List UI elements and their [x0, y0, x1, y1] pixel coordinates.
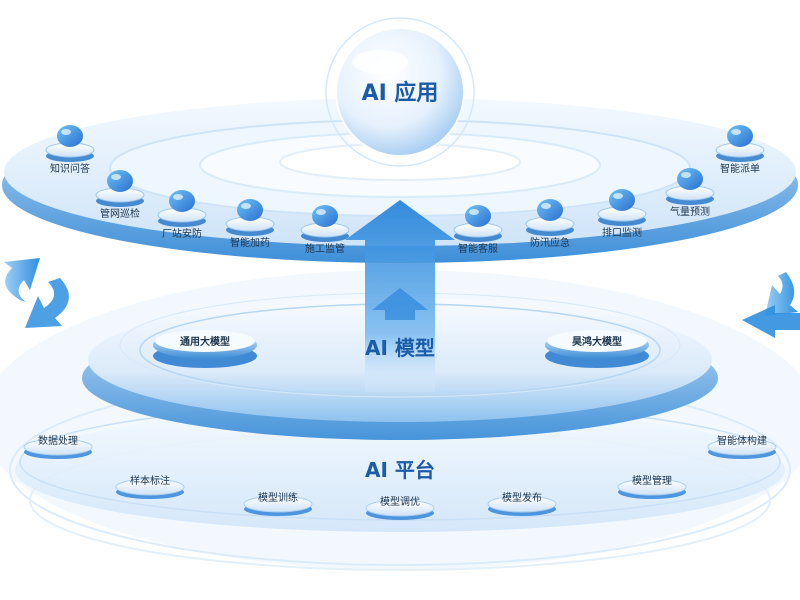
app-title: AI 应用 [362, 80, 439, 106]
app-item[interactable]: 施工监管 [300, 205, 350, 255]
platform-item[interactable]: 智能体构建 [707, 434, 777, 459]
dispatch-icon [727, 125, 753, 147]
rotate-left-icon [4, 258, 69, 328]
app-item[interactable]: 智能加药 [225, 199, 275, 249]
platform-item[interactable]: 模型调优 [365, 495, 435, 520]
construction-worker-icon [312, 205, 338, 227]
app-item-label: 施工监管 [305, 242, 345, 255]
app-item[interactable]: 排口监测 [597, 189, 647, 239]
platform-item-label: 模型发布 [502, 491, 542, 504]
app-sphere: AI 应用 [325, 17, 475, 167]
platform-item[interactable]: 样本标注 [115, 474, 185, 499]
medicine-icon [237, 199, 263, 221]
left-model-pod: 通用大模型 [153, 330, 257, 368]
platform-item[interactable]: 模型发布 [487, 491, 557, 516]
platform-item[interactable]: 模型管理 [617, 474, 687, 499]
app-item[interactable]: 知识问答 [45, 125, 95, 175]
app-item-label: 知识问答 [50, 162, 90, 175]
outfall-monitor-icon [609, 189, 635, 211]
platform-item-label: 模型训练 [258, 491, 298, 504]
customer-service-icon [465, 205, 491, 227]
app-item[interactable]: 智能派单 [715, 125, 765, 175]
app-item-label: 智能客服 [458, 242, 498, 255]
platform-item[interactable]: 数据处理 [23, 434, 93, 459]
platform-item-label: 模型调优 [380, 495, 420, 508]
platform-item-label: 样本标注 [130, 474, 170, 487]
model-title: AI 模型 [365, 336, 435, 360]
right-model-label: 昊鸿大模型 [572, 335, 622, 348]
umbrella-icon [537, 199, 563, 221]
app-item-label: 智能加药 [230, 236, 270, 249]
upward-arrows: AI 模型 [345, 200, 455, 392]
app-item-label: 防汛应急 [530, 236, 570, 249]
map-pin-icon [107, 170, 133, 192]
app-item[interactable]: 管网巡检 [95, 170, 145, 220]
app-item[interactable]: 厂站安防 [157, 190, 207, 240]
platform-title: AI 平台 [365, 458, 435, 482]
app-item-label: 智能派单 [720, 162, 760, 175]
left-model-label: 通用大模型 [180, 335, 230, 348]
platform-item-label: 模型管理 [632, 474, 672, 487]
right-model-pod: 昊鸿大模型 [545, 330, 649, 368]
application-ring [2, 98, 798, 263]
gas-forecast-icon [677, 168, 703, 190]
platform-item-label: 智能体构建 [717, 434, 767, 447]
app-item-label: 排口监测 [602, 226, 642, 239]
app-item[interactable]: 防汛应急 [525, 199, 575, 249]
app-item-label: 厂站安防 [162, 227, 202, 240]
app-item[interactable]: 智能客服 [453, 205, 503, 255]
chat-bubble-icon [57, 125, 83, 147]
platform-item[interactable]: 模型训练 [243, 491, 313, 516]
app-item[interactable]: 气量预测 [665, 168, 715, 218]
shield-icon [169, 190, 195, 212]
app-item-label: 气量预测 [670, 205, 710, 218]
app-item-label: 管网巡检 [100, 207, 140, 220]
platform-item-label: 数据处理 [38, 434, 78, 447]
rotate-right-icon [742, 272, 800, 338]
